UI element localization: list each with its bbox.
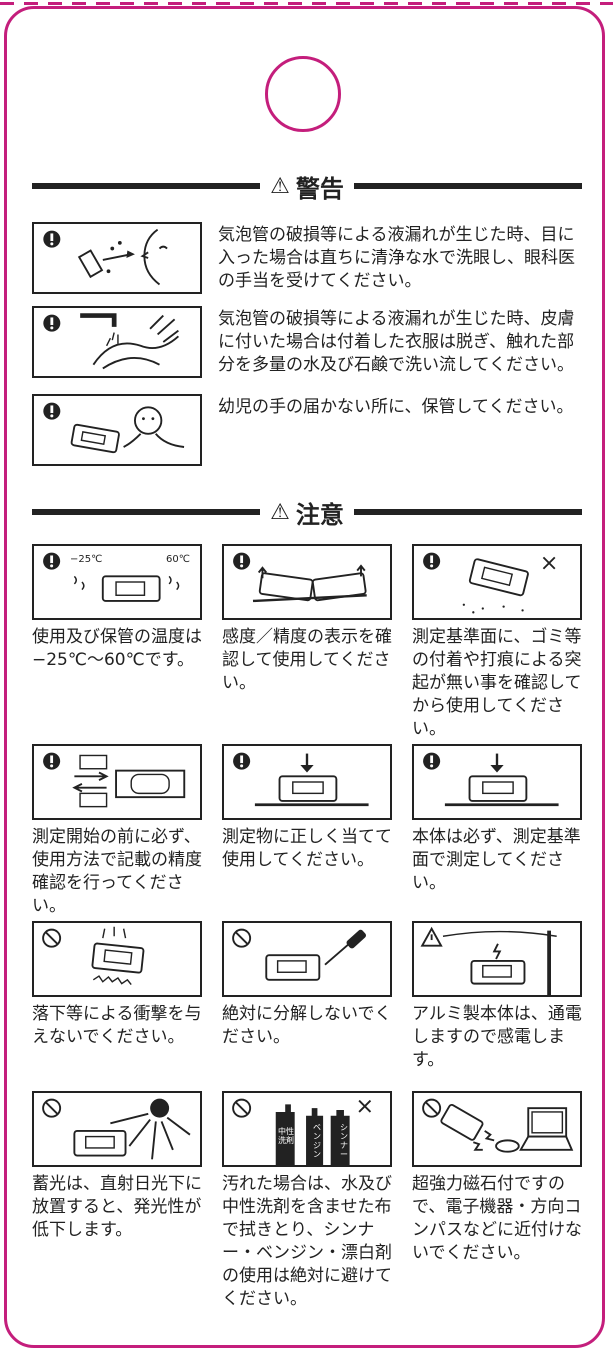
temp-high-label: 60℃ <box>166 554 190 565</box>
sunlight-icon <box>32 1091 202 1167</box>
caution-text: 蓄光は、直射日光下に放置すると、発光性が低下します。 <box>32 1174 202 1240</box>
header-rule-left <box>32 183 261 189</box>
temperature-icon: −25℃ 60℃ <box>32 544 202 620</box>
warning-triangle-icon: ⚠ <box>270 499 290 525</box>
perforation-line <box>0 2 613 5</box>
caution-header: ⚠ 注意 <box>32 492 583 532</box>
caution-item: 本体は必ず、測定基準面で測定してください。 <box>412 744 582 921</box>
warning-text-3: 幼児の手の届かない所に、保管してください。 <box>218 397 574 417</box>
caution-item: 落下等による衝撃を与えないでください。 <box>32 921 202 1091</box>
caution-grid: −25℃ 60℃ 使用及び保管の温度は−25℃〜60℃です。 感度／精度の表示を… <box>32 544 582 1309</box>
hang-tag-border <box>4 6 605 1348</box>
caution-text: 汚れた場合は、水及び中性洗剤を含ませた布で拭きとり、シンナー・ベンジン・漂白剤の… <box>222 1174 392 1309</box>
warning-item-1: 気泡管の破損等による液漏れが生じた時、目に入った場合は直ちに清浄な水で洗眼し、眼… <box>32 222 582 294</box>
warning-text-2: 気泡管の破損等による液漏れが生じた時、皮膚に付いた場合は付着した衣服は脱ぎ、触れ… <box>218 309 575 375</box>
caution-text: 感度／精度の表示を確認して使用してください。 <box>222 627 392 693</box>
header-rule-left <box>32 509 261 515</box>
warning-triangle-icon: ⚠ <box>270 173 290 199</box>
header-rule-right <box>353 509 583 515</box>
temp-low-label: −25℃ <box>70 554 103 565</box>
caution-text: アルミ製本体は、通電しますので感電します。 <box>412 1004 582 1070</box>
caution-item: 測定基準面に、ゴミ等の付着や打痕による突起が無い事を確認してから使用してください… <box>412 544 582 744</box>
caution-item: アルミ製本体は、通電しますので感電します。 <box>412 921 582 1091</box>
caution-text: 測定基準面に、ゴミ等の付着や打痕による突起が無い事を確認してから使用してください… <box>412 627 582 739</box>
caution-item: 蓄光は、直射日光下に放置すると、発光性が低下します。 <box>32 1091 202 1288</box>
caution-item: 超強力磁石付ですので、電子機器・方向コンパスなどに近付けないでください。 <box>412 1091 582 1288</box>
caution-item: 感度／精度の表示を確認して使用してください。 <box>222 544 392 744</box>
reverse-check-icon <box>32 744 202 820</box>
base-surface-icon <box>412 744 582 820</box>
precision-icon <box>222 544 392 620</box>
caution-text: 使用及び保管の温度は−25℃〜60℃です。 <box>32 627 202 670</box>
warning-title: 警告 <box>295 174 344 203</box>
hang-hole <box>265 56 341 132</box>
caution-item: −25℃ 60℃ 使用及び保管の温度は−25℃〜60℃です。 <box>32 544 202 744</box>
child-icon <box>32 394 202 466</box>
press-down-icon <box>222 744 392 820</box>
caution-item: 測定物に正しく当てて使用してください。 <box>222 744 392 921</box>
dust-icon <box>412 544 582 620</box>
warning-item-3: 幼児の手の届かない所に、保管してください。 <box>32 394 582 466</box>
caution-title: 注意 <box>295 500 344 529</box>
caution-text: 絶対に分解しないでください。 <box>222 1004 392 1047</box>
caution-text: 落下等による衝撃を与えないでください。 <box>32 1004 202 1047</box>
warning-text-1: 気泡管の破損等による液漏れが生じた時、目に入った場合は直ちに清浄な水で洗眼し、眼… <box>218 225 575 291</box>
hand-wash-icon <box>32 306 202 378</box>
neutral-detergent-label: 中性洗剤 <box>278 1127 294 1145</box>
benzine-label: ベンジン <box>313 1123 321 1159</box>
impact-icon <box>32 921 202 997</box>
eye-splash-icon <box>32 222 202 294</box>
chemicals-icon: 中性洗剤 ベンジン シンナー <box>222 1091 392 1167</box>
thinner-label: シンナー <box>340 1123 348 1159</box>
caution-text: 測定開始の前に必ず、使用方法で記載の精度確認を行ってください。 <box>32 827 202 916</box>
caution-item: 絶対に分解しないでください。 <box>222 921 392 1091</box>
screwdriver-icon <box>222 921 392 997</box>
caution-text: 測定物に正しく当てて使用してください。 <box>222 827 392 870</box>
caution-item: 中性洗剤 ベンジン シンナー 汚れた場合は、水及び中性洗剤を含ませた布で拭きとり… <box>222 1091 392 1309</box>
warning-item-2: 気泡管の破損等による液漏れが生じた時、皮膚に付いた場合は付着した衣服は脱ぎ、触れ… <box>32 306 582 378</box>
electric-icon <box>412 921 582 997</box>
magnet-icon <box>412 1091 582 1167</box>
caution-text: 本体は必ず、測定基準面で測定してください。 <box>412 827 581 893</box>
caution-text: 超強力磁石付ですので、電子機器・方向コンパスなどに近付けないでください。 <box>412 1174 582 1263</box>
warning-header: ⚠ 警告 <box>32 166 583 206</box>
caution-item: 測定開始の前に必ず、使用方法で記載の精度確認を行ってください。 <box>32 744 202 921</box>
header-rule-right <box>353 183 583 189</box>
